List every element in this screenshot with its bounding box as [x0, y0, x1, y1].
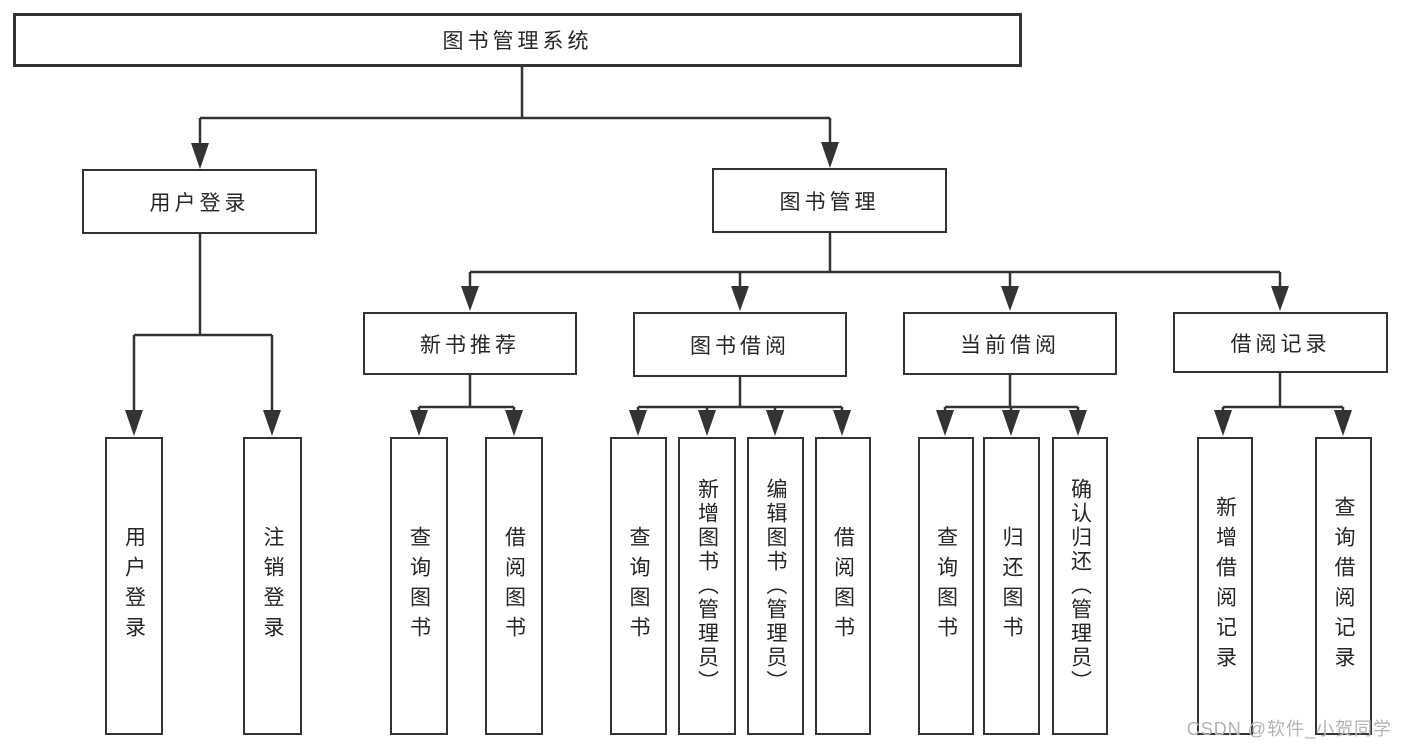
arrowheads	[125, 142, 1352, 436]
leaf-add-books-admin: 新增图书（管理员）	[678, 437, 736, 735]
node-new-book-recommend: 新书推荐	[363, 312, 577, 375]
leaf-query-books-borrow: 查询图书	[610, 437, 667, 735]
node-book-borrow: 图书借阅	[633, 312, 847, 377]
leaf-borrow-books-recommend: 借阅图书	[485, 437, 543, 735]
node-book-management-label: 图书管理	[779, 190, 880, 214]
node-user-login-label: 用户登录	[149, 191, 250, 215]
node-current-borrow: 当前借阅	[903, 312, 1117, 375]
node-root-label: 图书管理系统	[442, 30, 593, 53]
leaf-query-books-current: 查询图书	[918, 437, 974, 735]
leaf-return-books: 归还图书	[983, 437, 1040, 735]
leaf-borrow-books: 借阅图书	[815, 437, 871, 735]
leaf-query-books-recommend: 查询图书	[390, 437, 448, 735]
leaf-add-borrow-record: 新增借阅记录	[1197, 437, 1253, 735]
node-new-book-recommend-label: 新书推荐	[420, 333, 520, 357]
leaf-user-login: 用户登录	[105, 437, 163, 735]
leaf-edit-books-admin: 编辑图书（管理员）	[747, 437, 804, 735]
node-book-borrow-label: 图书借阅	[690, 334, 790, 358]
node-user-login: 用户登录	[82, 169, 317, 234]
node-book-management: 图书管理	[712, 168, 947, 233]
leaf-logout: 注销登录	[243, 437, 302, 735]
node-borrow-records: 借阅记录	[1173, 312, 1388, 373]
node-current-borrow-label: 当前借阅	[960, 333, 1060, 357]
leaf-confirm-return-admin: 确认归还（管理员）	[1052, 437, 1108, 735]
node-borrow-records-label: 借阅记录	[1230, 332, 1331, 356]
node-root: 图书管理系统	[13, 13, 1022, 67]
leaf-query-borrow-record: 查询借阅记录	[1315, 437, 1372, 735]
csdn-watermark: CSDN @软件_小贺同学	[1186, 719, 1392, 739]
